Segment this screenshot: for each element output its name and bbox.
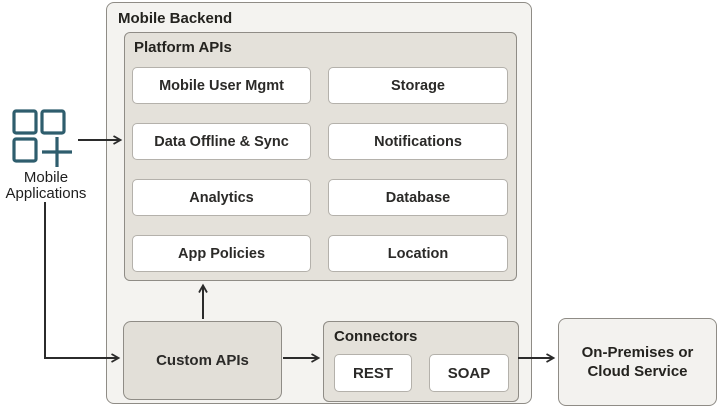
- api-box-database: Database: [328, 179, 508, 216]
- api-box-mobile-user-mgmt: Mobile User Mgmt: [132, 67, 311, 104]
- platform-apis-section: Platform APIs Mobile User Mgmt Storage D…: [124, 32, 517, 281]
- connectors-section: Connectors REST SOAP: [323, 321, 519, 402]
- api-box-storage: Storage: [328, 67, 508, 104]
- mobile-backend-title: Mobile Backend: [118, 10, 233, 27]
- connector-box-soap: SOAP: [429, 354, 509, 392]
- platform-apis-title: Platform APIs: [134, 39, 232, 56]
- connector-box-rest: REST: [334, 354, 412, 392]
- api-box-app-policies: App Policies: [132, 235, 311, 272]
- api-box-notifications: Notifications: [328, 123, 508, 160]
- mobile-backend-container: Mobile Backend Platform APIs Mobile User…: [106, 2, 532, 404]
- platform-apis-grid: Mobile User Mgmt Storage Data Offline & …: [132, 67, 508, 272]
- api-box-analytics: Analytics: [132, 179, 311, 216]
- mobile-applications-label: Mobile Applications: [0, 170, 92, 201]
- connectors-title: Connectors: [334, 328, 418, 345]
- custom-apis-box: Custom APIs: [123, 321, 282, 400]
- external-service-label-line1: On-Premises or: [581, 344, 694, 361]
- mobile-applications-label-line2: Applications: [5, 184, 87, 202]
- on-premises-cloud-service-box: On-Premises or Cloud Service: [558, 318, 717, 406]
- app-grid-plus-icon: [12, 109, 72, 167]
- api-box-data-offline-sync: Data Offline & Sync: [132, 123, 311, 160]
- external-service-label-line2: Cloud Service: [587, 363, 688, 380]
- api-box-location: Location: [328, 235, 508, 272]
- mobile-applications-label-line1: Mobile: [23, 169, 69, 186]
